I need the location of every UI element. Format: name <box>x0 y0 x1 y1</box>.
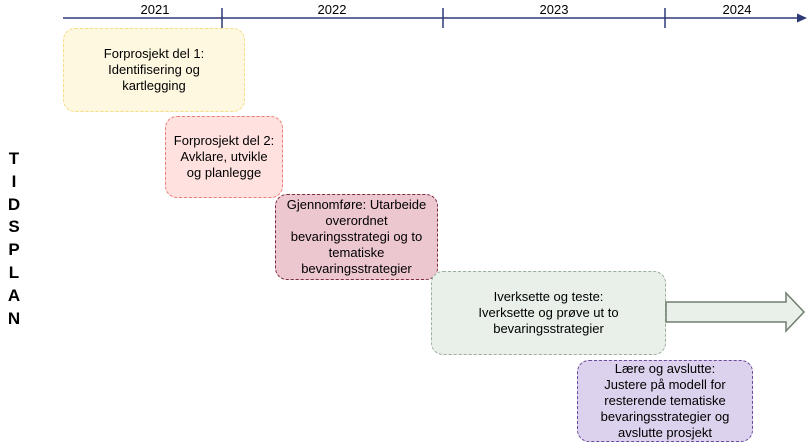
phase-text: Iverksette og teste: Iverksette og prøve… <box>478 289 619 336</box>
phase-box-laere-avslutte: Lære og avslutte: Justere på modell for … <box>577 360 753 442</box>
timeline-arrowhead <box>797 13 807 23</box>
phase-text: Gjennomføre: Utarbeide overordnet bevari… <box>286 197 427 276</box>
side-letter: L <box>8 262 20 282</box>
timeline-axis <box>63 8 807 28</box>
year-label-2024: 2024 <box>722 2 752 17</box>
phase-box-gjennomfore: Gjennomføre: Utarbeide overordnet bevari… <box>275 194 438 280</box>
phase-box-forprosjekt-1: Forprosjekt del 1: Identifisering og kar… <box>63 28 245 112</box>
continuation-arrow-icon <box>665 291 806 333</box>
side-letter: N <box>7 308 21 328</box>
phase-box-iverksette: Iverksette og teste: Iverksette og prøve… <box>431 271 666 355</box>
phase-text: Lære og avslutte: Justere på modell for … <box>600 361 730 440</box>
side-letter: I <box>11 171 17 191</box>
side-letter: A <box>7 285 21 305</box>
phase-text: Forprosjekt del 2: Avklare, utvikle og p… <box>173 133 275 180</box>
side-letter: P <box>8 240 20 260</box>
side-letter: T <box>8 149 20 168</box>
side-letter: S <box>8 217 20 237</box>
phase-box-forprosjekt-2: Forprosjekt del 2: Avklare, utvikle og p… <box>165 116 283 198</box>
side-letter: D <box>7 194 21 214</box>
side-label-tidsplan: T I D S P L A N <box>0 148 28 330</box>
year-label-2023: 2023 <box>539 2 569 17</box>
year-label-2021: 2021 <box>140 2 170 17</box>
year-label-2022: 2022 <box>317 2 347 17</box>
phase-text: Forprosjekt del 1: Identifisering og kar… <box>103 46 205 93</box>
